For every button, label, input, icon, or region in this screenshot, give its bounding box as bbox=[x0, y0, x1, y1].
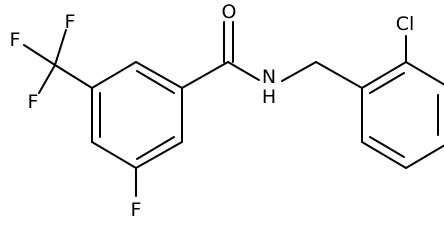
trifluoromethyl-group bbox=[23, 29, 93, 94]
fluorine-label-aryl: F bbox=[131, 199, 142, 221]
benzyl-linker bbox=[281, 61, 363, 89]
molecule-structure: O N H F F F F Cl bbox=[10, 1, 444, 221]
oxygen-label: O bbox=[222, 1, 237, 23]
left-benzene-ring bbox=[91, 61, 183, 169]
nitrogen-label: N bbox=[262, 66, 276, 88]
amide-group bbox=[181, 21, 260, 89]
fluorine-label-cf3-top-left: F bbox=[10, 29, 21, 51]
fluorine-label-cf3-top: F bbox=[65, 11, 76, 33]
right-benzene-ring bbox=[361, 61, 444, 169]
chlorine-label: Cl bbox=[396, 13, 415, 35]
hydrogen-label: H bbox=[262, 86, 276, 108]
fluorine-label-cf3-bottom: F bbox=[28, 91, 39, 113]
